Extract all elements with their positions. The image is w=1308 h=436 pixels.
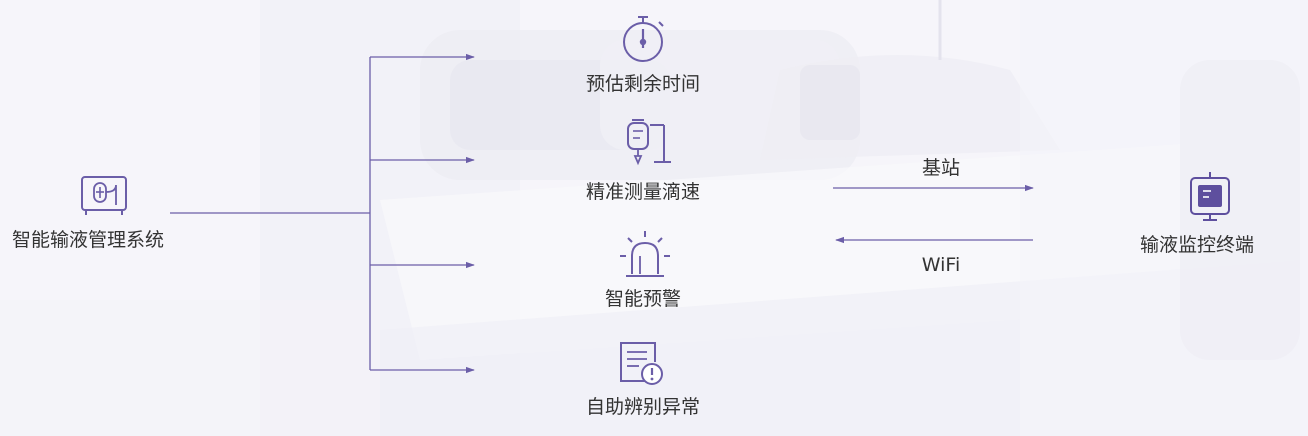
source-label: 智能输液管理系统 [12, 229, 165, 251]
feature-label-3: 智能预警 [604, 288, 682, 310]
terminal-label: 输液监控终端 [1140, 234, 1255, 256]
infusion-monitor-icon [81, 176, 127, 215]
infusion-terminal-icon [1190, 172, 1230, 221]
link-bottom-label: WiFi [921, 254, 961, 276]
link-top-label: 基站 [921, 157, 961, 179]
document-warning-icon [620, 342, 663, 385]
feature-label-4: 自助辨别异常 [585, 396, 701, 418]
iv-drip-icon [627, 119, 671, 166]
feature-label-2: 精准测量滴速 [585, 181, 701, 203]
stopwatch-icon [623, 16, 664, 62]
alarm-light-icon [620, 231, 670, 277]
feature-label-1: 预估剩余时间 [585, 73, 701, 95]
